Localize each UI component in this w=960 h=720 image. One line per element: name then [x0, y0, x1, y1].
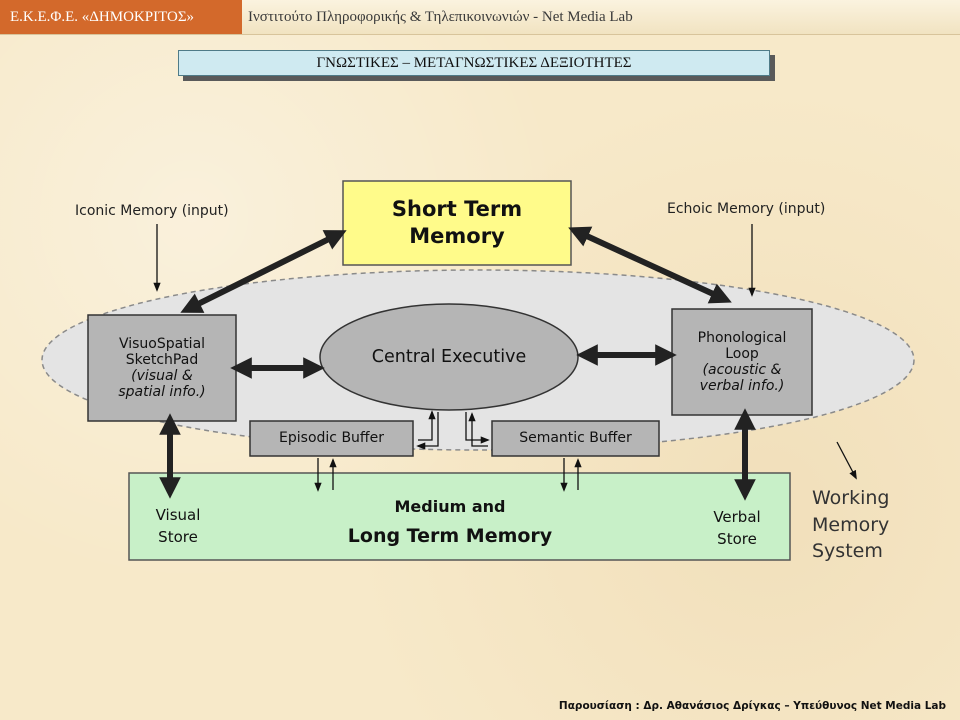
short-term-memory-line2: Memory	[409, 224, 505, 248]
phonological-detail-line1: (acoustic &	[702, 362, 782, 378]
visuospatial-title-line1: VisuoSpatial	[118, 335, 206, 352]
visual-store-label: Visual Store	[140, 505, 216, 549]
organization-label: Ε.Κ.Ε.Φ.Ε. «ΔΗΜΟΚΡΙΤΟΣ»	[0, 0, 242, 34]
phonological-detail-line2: verbal info.)	[699, 378, 785, 395]
semantic-buffer-label: Semantic Buffer	[492, 421, 659, 456]
arrow-stm-phonological	[568, 226, 732, 304]
episodic-buffer-box	[249, 420, 414, 457]
short-term-memory-line1: Short Term	[391, 196, 523, 221]
echoic-memory-label: Echoic Memory (input)	[667, 201, 826, 217]
long-term-memory-box	[128, 472, 791, 561]
phonological-label: Phonological Loop (acoustic & verbal inf…	[672, 309, 812, 415]
visuospatial-detail-line1: (visual &	[131, 368, 193, 384]
short-term-memory-box	[342, 180, 572, 266]
working-memory-system-label: Working Memory System	[812, 484, 912, 566]
connector-central-semantic	[465, 412, 490, 444]
slide-title: ΓΝΩΣΤΙΚΕΣ – ΜΕΤΑΓΝΩΣΤΙΚΕΣ ΔΕΞΙΟΤΗΤΕΣ	[178, 50, 770, 76]
working-memory-line1: Working	[812, 487, 890, 510]
arrow-working-memory-pointer	[836, 441, 857, 480]
central-executive-text: Central Executive	[371, 346, 527, 367]
visuospatial-label: VisuoSpatial SketchPad (visual & spatial…	[88, 315, 236, 421]
verbal-store-line2: Store	[717, 530, 757, 548]
connector-semantic-central	[468, 412, 488, 447]
semantic-buffer-box	[491, 420, 660, 457]
short-term-memory-label: Short Term Memory	[343, 181, 571, 265]
verbal-store-line1: Verbal	[713, 508, 761, 527]
visuospatial-title-line2: SketchPad	[125, 351, 199, 368]
arrow-stm-visuospatial	[180, 230, 347, 313]
visual-store-line1: Visual	[155, 506, 201, 525]
iconic-memory-label: Iconic Memory (input)	[75, 203, 229, 219]
long-term-memory-label: Medium and Long Term Memory	[320, 493, 580, 553]
visuospatial-box	[87, 314, 237, 422]
visuospatial-detail-line2: spatial info.)	[118, 384, 206, 401]
episodic-buffer-label: Episodic Buffer	[250, 421, 413, 456]
institute-label: Ινστιτούτο Πληροφορικής & Τηλεπικοινωνιώ…	[248, 9, 633, 25]
presenter-footer: Παρουσίαση : Δρ. Αθανάσιος Δρίγκας – Υπε…	[558, 700, 946, 712]
working-memory-line2: Memory	[812, 513, 890, 536]
verbal-store-label: Verbal Store	[697, 507, 777, 551]
visual-store-line2: Store	[158, 528, 198, 546]
phonological-title-line1: Phonological	[697, 329, 787, 346]
semantic-buffer-text: Semantic Buffer	[519, 430, 632, 447]
phonological-title-line2: Loop	[725, 345, 759, 362]
central-executive-label: Central Executive	[320, 304, 578, 410]
episodic-buffer-text: Episodic Buffer	[279, 430, 384, 447]
connector-episodic-central	[418, 410, 436, 441]
connector-central-episodic	[416, 412, 439, 450]
long-term-memory-line2: Long Term Memory	[347, 524, 553, 547]
working-memory-line3: System	[812, 540, 883, 563]
long-term-memory-line1: Medium and	[394, 497, 506, 517]
